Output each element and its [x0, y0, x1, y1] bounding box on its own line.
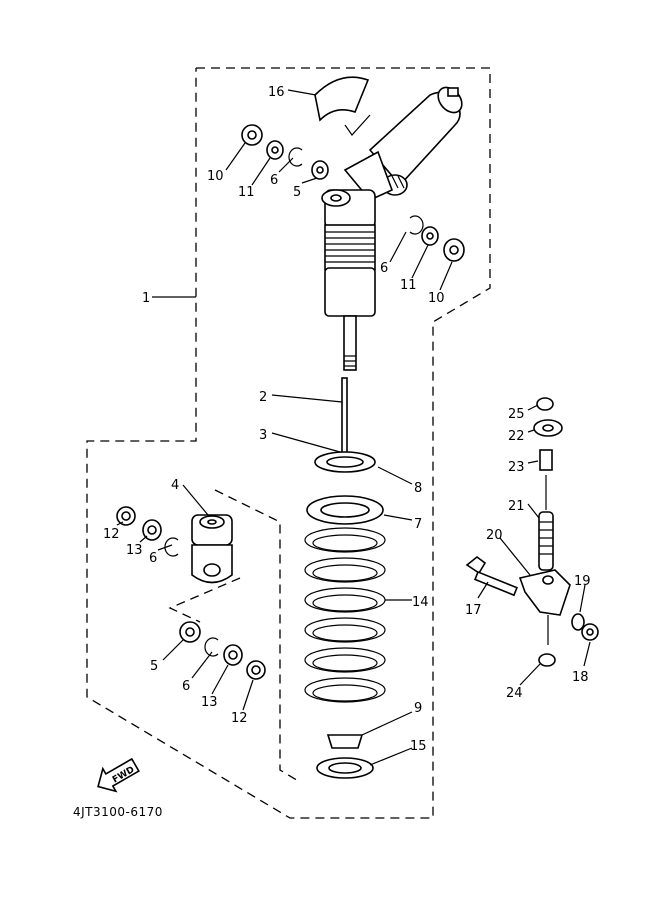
label-2: 2	[259, 390, 267, 405]
label-16: 16	[268, 85, 285, 100]
lower-clevis-4	[191, 514, 233, 584]
label-11: 11	[400, 278, 417, 293]
cover-16	[314, 76, 370, 122]
label-6: 6	[149, 551, 157, 566]
label-20: 20	[486, 528, 503, 543]
label-10: 10	[428, 291, 445, 306]
label-3: 3	[259, 428, 267, 443]
label-13: 13	[201, 695, 218, 710]
bracket-outline-lower	[168, 577, 241, 623]
stopper-9	[326, 734, 364, 749]
label-14: 14	[412, 595, 429, 610]
label-6: 6	[182, 679, 190, 694]
part-number-labels: 16 10 11 6 5 6 11 10 1 2 3 8 7 4 12 13 6…	[103, 85, 591, 754]
upper-collars-left	[241, 124, 329, 180]
label-10: 10	[207, 169, 224, 184]
label-4: 4	[171, 478, 179, 493]
bracket-outline	[214, 489, 301, 783]
label-12: 12	[231, 711, 248, 726]
leader-lines	[116, 89, 591, 766]
label-23: 23	[508, 460, 525, 475]
label-25: 25	[508, 407, 525, 422]
label-13: 13	[126, 543, 143, 558]
shock-absorber-body	[321, 150, 394, 371]
lower-collars-upper	[116, 506, 179, 557]
spring-14	[304, 527, 386, 703]
label-24: 24	[506, 686, 523, 701]
label-1: 1	[142, 291, 150, 306]
label-12: 12	[103, 527, 120, 542]
linkage-parts	[465, 397, 599, 667]
label-5: 5	[150, 659, 158, 674]
label-17: 17	[465, 603, 482, 618]
part-code: 4JT3100-6170	[73, 805, 163, 819]
label-18: 18	[572, 670, 589, 685]
label-7: 7	[414, 517, 422, 532]
label-6: 6	[270, 173, 278, 188]
assembly-outline	[86, 67, 491, 819]
label-5: 5	[293, 185, 301, 200]
label-21: 21	[508, 499, 525, 514]
upper-collars-right	[409, 215, 465, 262]
label-11: 11	[238, 185, 255, 200]
label-19: 19	[574, 574, 591, 589]
label-9: 9	[414, 701, 422, 716]
label-6: 6	[380, 261, 388, 276]
label-8: 8	[414, 481, 422, 496]
lower-collars-lower	[179, 621, 266, 680]
rod-2	[341, 377, 348, 459]
label-22: 22	[508, 429, 525, 444]
fwd-arrow-icon: FWD	[97, 757, 140, 793]
label-15: 15	[410, 739, 427, 754]
